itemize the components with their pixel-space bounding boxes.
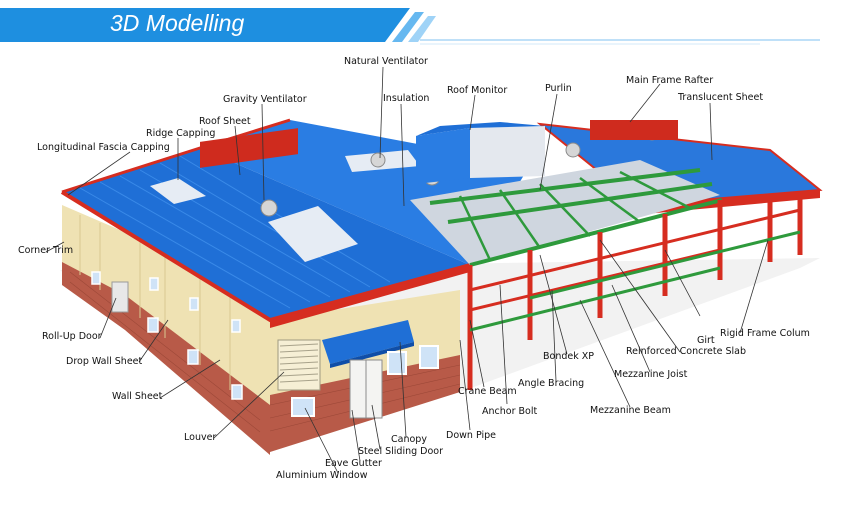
label-translucent-sheet: Translucent Sheet	[678, 92, 764, 103]
label-reinforced-concrete-slab: Reinforced Concrete Slab	[626, 346, 746, 357]
roof-monitor	[416, 128, 470, 184]
label-canopy: Canopy	[391, 434, 427, 445]
louver	[277, 339, 321, 391]
label-roll-up-door: Roll-Up Door	[42, 331, 102, 342]
main-frame-rafter-box	[590, 120, 678, 140]
label-aluminium-window: Aluminium Window	[276, 470, 368, 481]
label-roof-monitor: Roof Monitor	[447, 85, 508, 96]
header-banner	[0, 8, 820, 45]
label-drop-wall-sheet: Drop Wall Sheet	[66, 356, 143, 367]
label-bondek-xp: Bondek XP	[543, 351, 594, 362]
gravity-ventilator	[200, 128, 298, 168]
label-angle-bracing: Angle Bracing	[518, 378, 585, 389]
label-louver: Louver	[184, 432, 217, 443]
label-mezzanine-joist: Mezzanine Joist	[614, 369, 688, 380]
label-gravity-ventilator: Gravity Ventilator	[223, 94, 307, 105]
label-mezzanine-beam: Mezzanine Beam	[590, 405, 671, 416]
open-frame-deck	[410, 160, 720, 265]
banner-title: 3D Modelling	[110, 10, 245, 36]
label-girt: Girt	[697, 335, 715, 346]
label-anchor-bolt: Anchor Bolt	[482, 406, 538, 417]
translucent-sheet-left	[268, 206, 358, 262]
label-down-pipe: Down Pipe	[446, 430, 496, 441]
canopy	[322, 320, 414, 364]
label-steel-sliding-door: Steel Sliding Door	[358, 446, 443, 457]
label-purlin: Purlin	[545, 83, 572, 94]
label-natural-ventilator: Natural Ventilator	[344, 56, 428, 67]
label-wall-sheet: Wall Sheet	[112, 391, 163, 402]
label-crane-beam: Crane Beam	[458, 386, 517, 397]
label-eave-gutter: Eave Gutter	[325, 458, 382, 469]
label-rigid-frame-column: Rigid Frame Colum	[720, 328, 810, 339]
label-ridge-capping: Ridge Capping	[146, 128, 216, 139]
roll-up-door	[111, 281, 129, 313]
label-longitudinal-fascia-capping: Longitudinal Fascia Capping	[37, 142, 170, 153]
label-insulation: Insulation	[383, 93, 430, 104]
label-roof-sheet: Roof Sheet	[199, 116, 251, 127]
label-corner-trim: Corner Trim	[18, 245, 74, 256]
gutter	[270, 265, 470, 328]
label-main-frame-rafter: Main Frame Rafter	[626, 75, 714, 86]
